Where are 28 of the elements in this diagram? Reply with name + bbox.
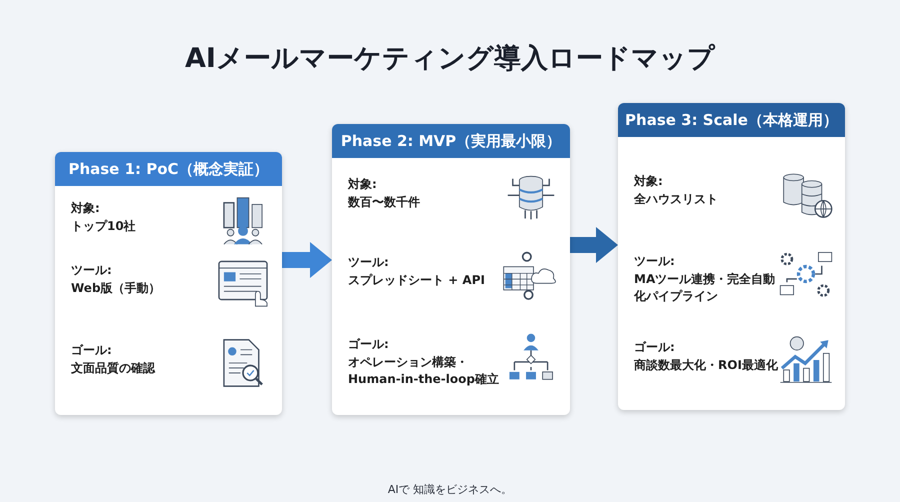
title: AIメールマーケティング導入ロードマップ xyxy=(184,42,716,76)
field-value: Web版（手動） xyxy=(71,280,162,297)
phase-card xyxy=(332,124,570,415)
card-header: Phase 1: PoC（概念実証） xyxy=(55,152,282,186)
field-label: ツール: xyxy=(348,254,389,271)
field-value: 商談数最大化・ROI最適化 xyxy=(634,357,779,374)
card-header: Phase 2: MVP（実用最小限） xyxy=(332,124,570,158)
field-label: ゴール: xyxy=(348,336,389,353)
field-label: 対象: xyxy=(71,200,100,217)
field-value: 全ハウスリスト xyxy=(634,191,719,208)
field-label: ツール: xyxy=(634,253,675,270)
card-header: Phase 3: Scale（本格運用） xyxy=(618,103,845,137)
field-label: 対象: xyxy=(348,176,377,193)
field-value: 文面品質の確認 xyxy=(71,360,156,377)
field-value: オペレーション構築・Human-in-the-loop確立 xyxy=(348,354,500,388)
field-value: スプレッドシート + API xyxy=(348,272,486,289)
phase-card xyxy=(55,152,282,415)
field-label: ツール: xyxy=(71,262,112,279)
field-label: ゴール: xyxy=(71,342,112,359)
phase-card xyxy=(618,103,845,410)
field-value: 数百〜数千件 xyxy=(348,194,421,211)
arrow xyxy=(282,242,332,278)
field-value: トップ10社 xyxy=(71,218,137,235)
tagline: AIで 知識をビジネスへ。 xyxy=(386,482,514,497)
field-label: 対象: xyxy=(634,173,663,190)
field-value: MAツール連携・完全自動化パイプライン xyxy=(634,271,776,305)
arrow xyxy=(570,227,618,263)
field-label: ゴール: xyxy=(634,339,675,356)
